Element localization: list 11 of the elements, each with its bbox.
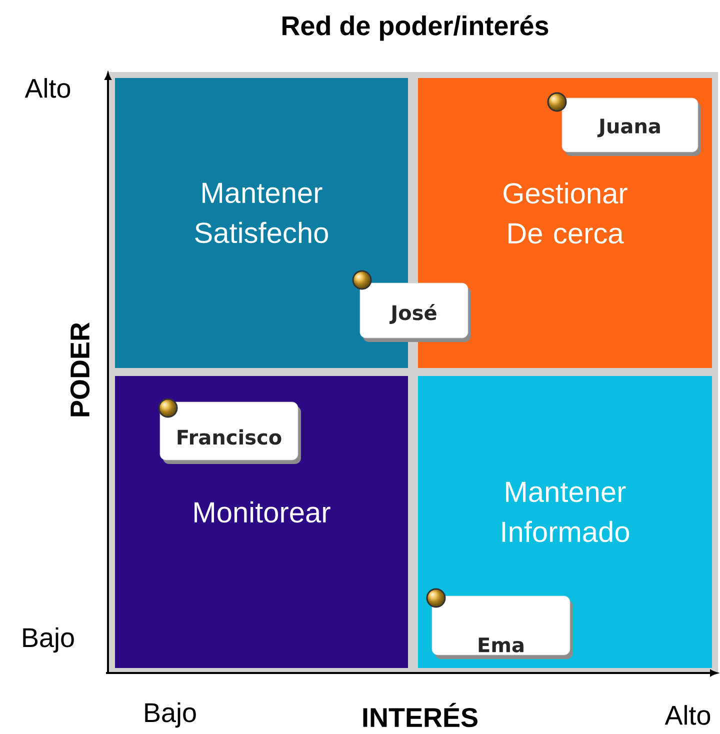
axis-label: Bajo xyxy=(145,702,196,728)
name-card: Juana xyxy=(547,92,701,156)
axis-title: PODER xyxy=(70,322,90,416)
name-card: Francisco xyxy=(158,398,301,464)
axis-title: INTERÉS xyxy=(363,702,478,728)
name-card: Ema xyxy=(426,588,573,659)
axis-label: Alto xyxy=(24,78,70,98)
axis-label: Alto xyxy=(664,705,710,725)
name-card: José xyxy=(352,270,471,342)
axis-label: Bajo xyxy=(23,627,74,653)
title: Red de poder/interés xyxy=(282,15,548,41)
